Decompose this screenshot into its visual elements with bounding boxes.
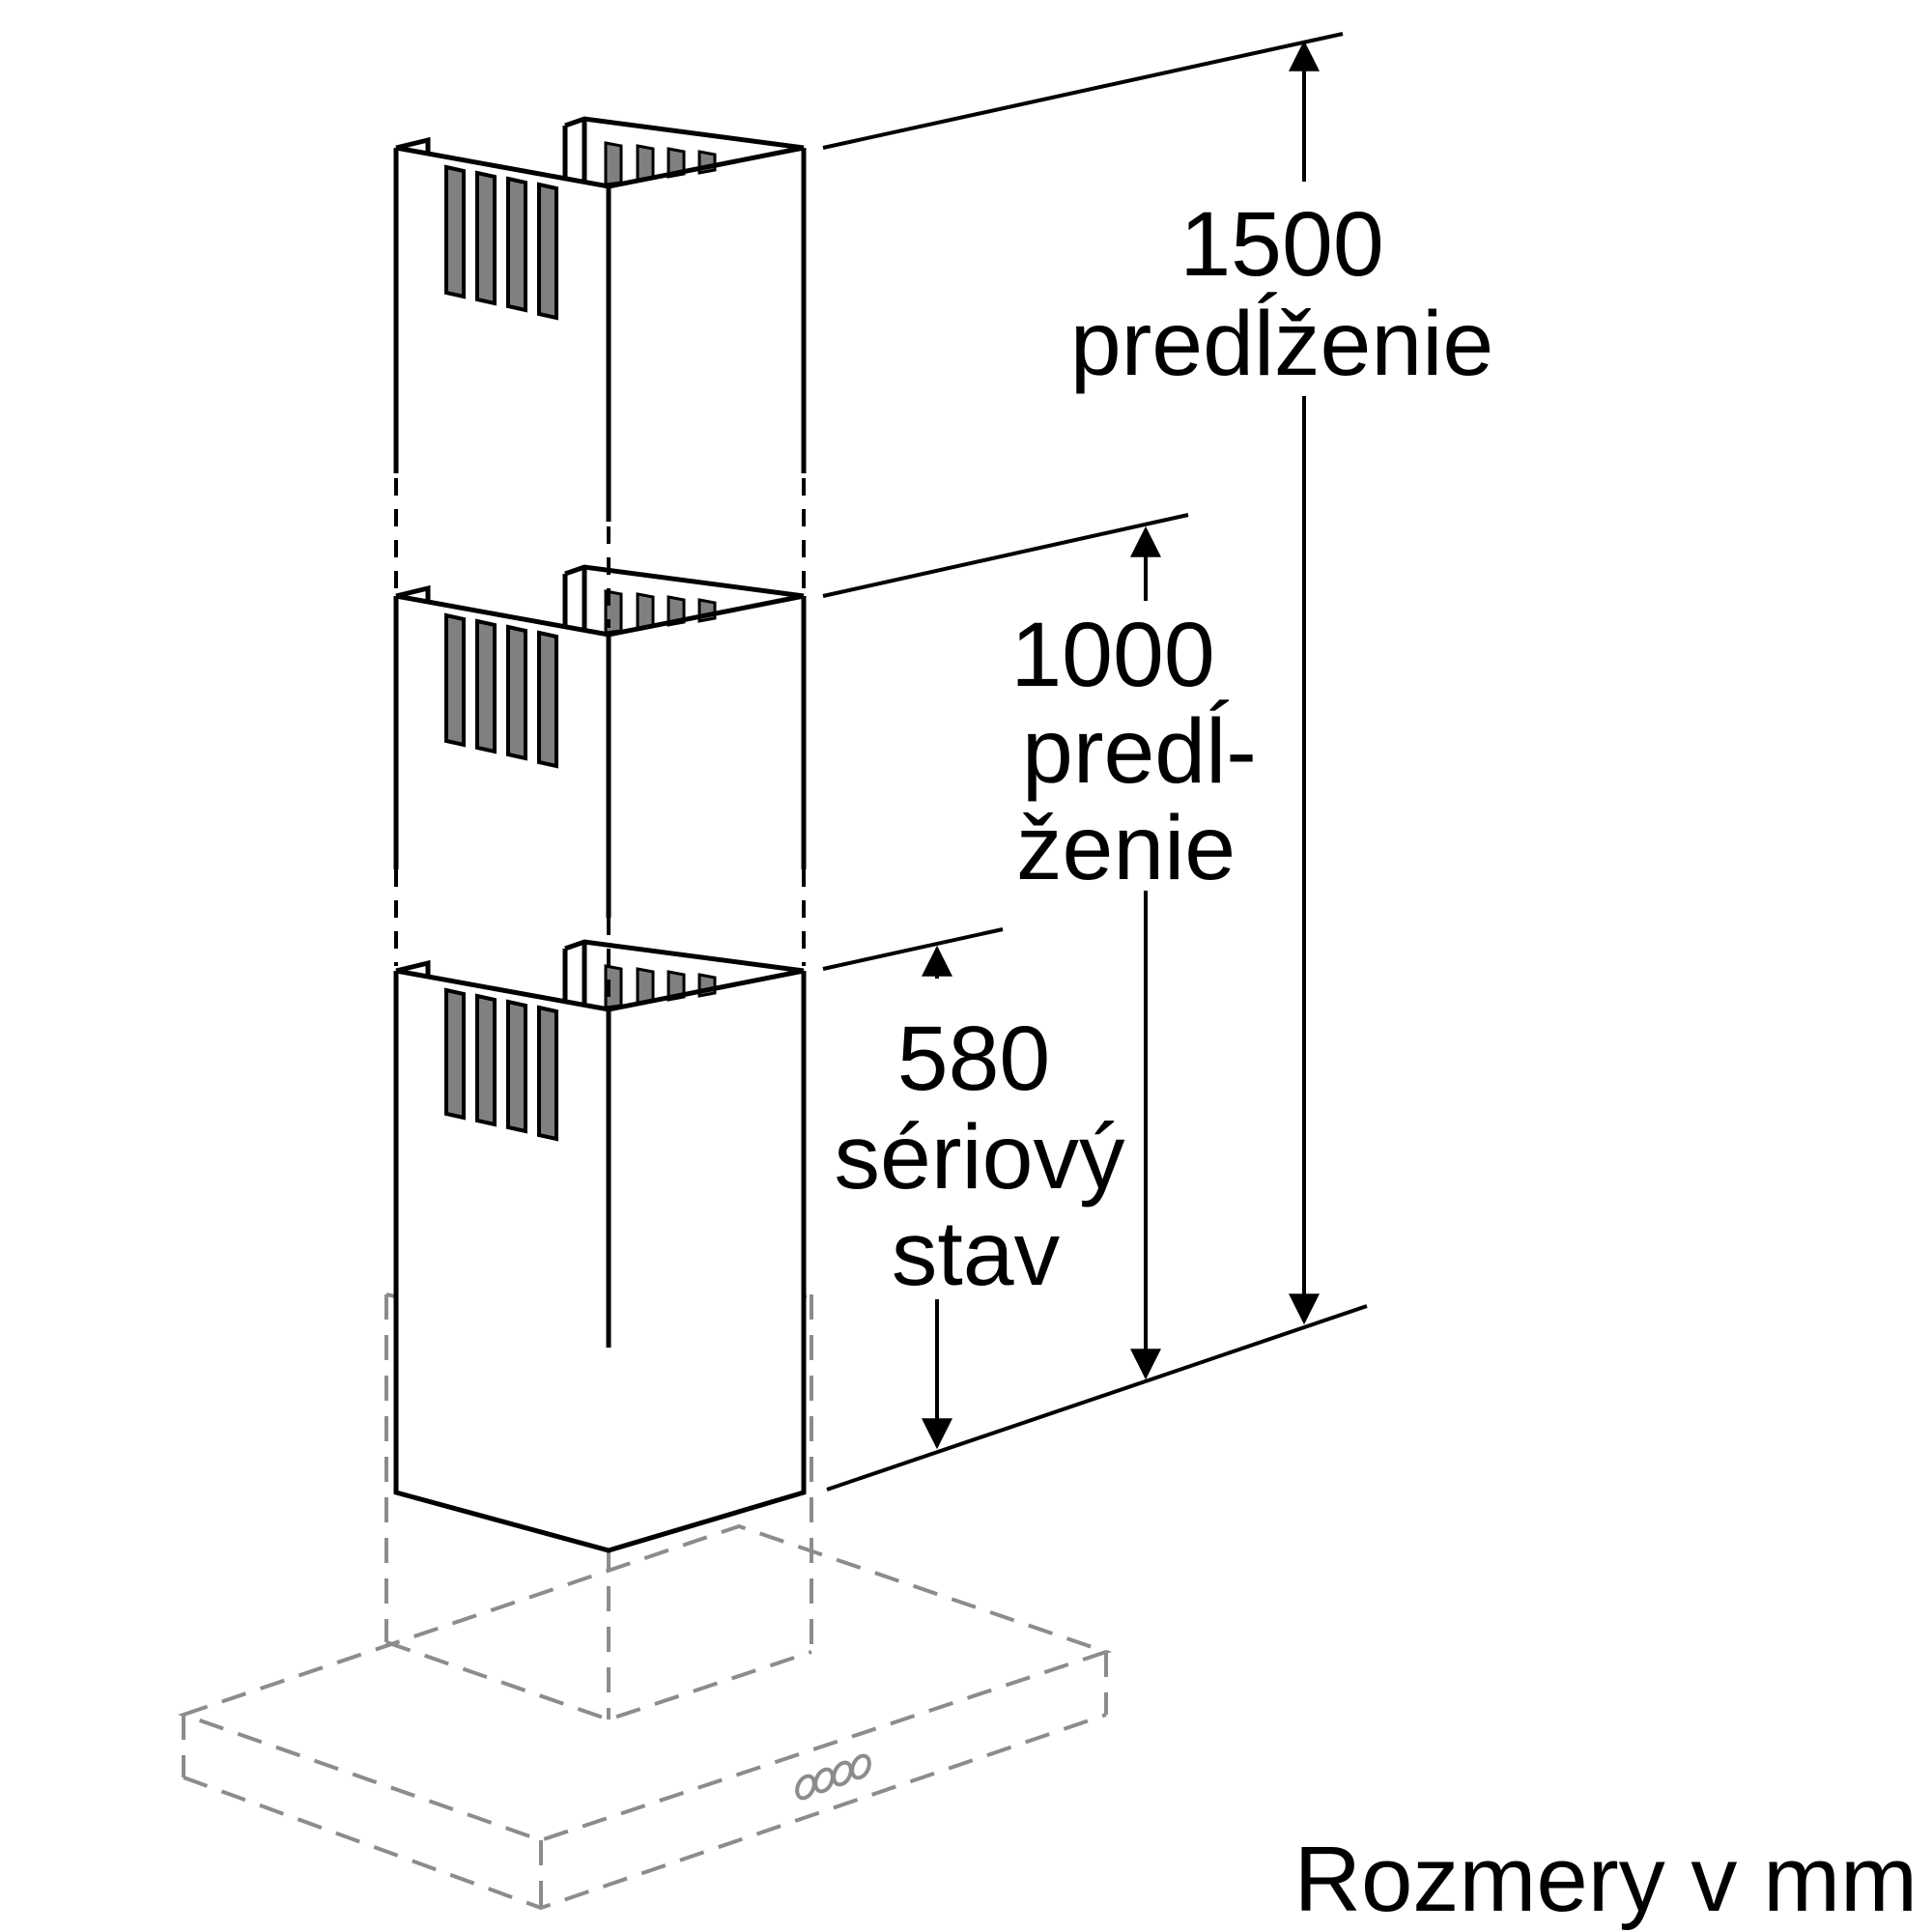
chimney-section-1500 <box>393 116 807 628</box>
dimension-caption-1500: predĺženie <box>1070 292 1493 395</box>
dimension-lines <box>822 32 1368 1492</box>
dimension-caption-580-line1: sériový <box>835 1106 1125 1208</box>
chimney-section-1000 <box>393 564 807 1005</box>
range-hood-outline <box>177 1293 1113 1911</box>
dimension-value-1000: 1000 <box>1010 604 1214 706</box>
hood-control-buttons <box>795 1753 871 1801</box>
dimension-label-1000: 1000 predĺ- ženie <box>1010 604 1257 899</box>
dimension-label-580: 580 sériový stav <box>835 1008 1125 1305</box>
dimension-value-580: 580 <box>897 1008 1051 1110</box>
dimension-value-1500: 1500 <box>1179 193 1383 296</box>
chimney-section-standard <box>393 939 807 1553</box>
dimension-label-1500: 1500 predĺženie <box>1070 193 1493 395</box>
dimension-caption-580-line2: stav <box>892 1203 1061 1305</box>
dimension-caption-1000-line2: ženie <box>1016 797 1236 899</box>
units-note: Rozmery v mm <box>1294 1828 1918 1931</box>
dimension-caption-1000-line1: predĺ- <box>1022 699 1257 803</box>
